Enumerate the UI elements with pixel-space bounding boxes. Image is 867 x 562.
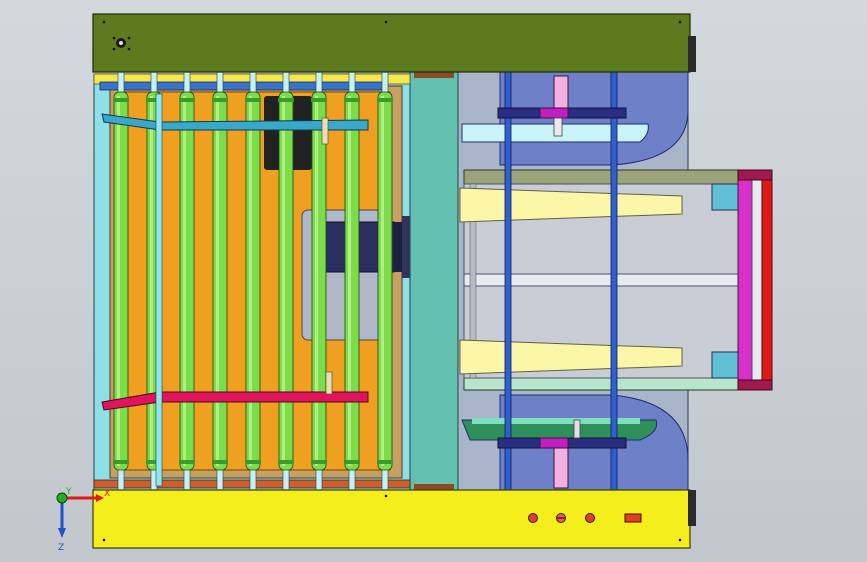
roller [179,71,195,491]
x-axis-label: X [104,489,110,499]
cross-arms [101,93,369,487]
roller [212,71,228,491]
y-axis-dot-icon [56,492,68,504]
lower-wedge [459,339,683,375]
coordinate-triad: X Y Z [56,487,110,553]
upper-wedge [459,187,683,223]
roller [113,71,129,491]
top-cover[interactable] [92,13,696,73]
roller [377,71,393,491]
center-panel [409,71,459,491]
roller [245,71,261,491]
push-button-icon[interactable] [585,513,595,523]
roller-group [113,71,393,491]
emergency-switch-icon[interactable] [624,513,642,523]
roller [278,71,294,491]
red-rail [761,171,773,391]
indicator-light-icon[interactable] [528,513,538,523]
z-axis-label: Z [58,543,64,553]
guide-rods [497,71,627,491]
y-axis-label: Y [65,487,72,497]
bottom-cover[interactable] [92,489,696,549]
magenta-rail [737,171,753,391]
roller [344,71,360,491]
